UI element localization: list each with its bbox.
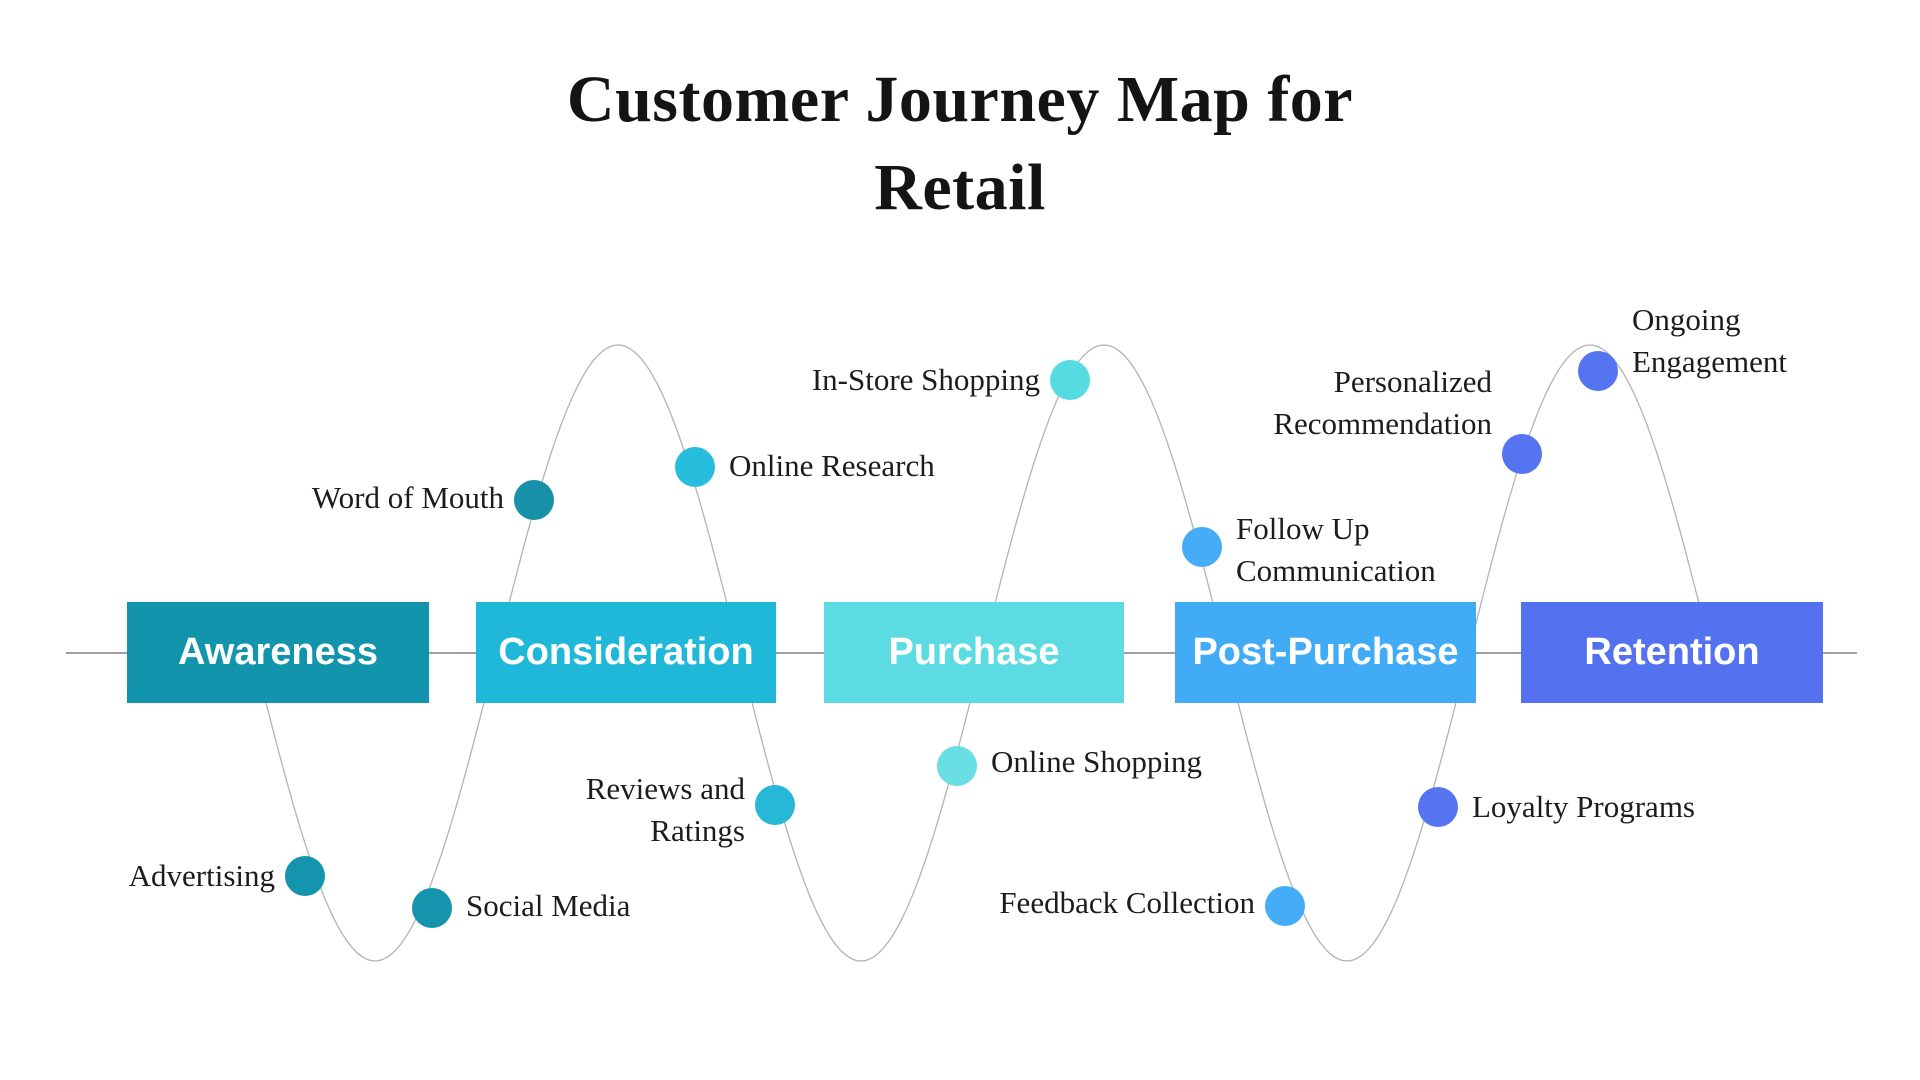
touchpoint-label-in-store-shopping: In-Store Shopping: [811, 362, 1040, 397]
stage-retention: Retention: [1521, 602, 1823, 703]
touchpoint-dot-feedback-collection: [1265, 886, 1305, 926]
touchpoint-label-social-media: Social Media: [466, 888, 631, 923]
touchpoint-dot-loyalty-programs: [1418, 787, 1458, 827]
stage-purchase: Purchase: [824, 602, 1124, 703]
touchpoint-dot-word-of-mouth: [514, 480, 554, 520]
touchpoint-dot-online-shopping: [937, 746, 977, 786]
touchpoint-label-loyalty-programs: Loyalty Programs: [1472, 789, 1695, 824]
stage-consideration: Consideration: [476, 602, 776, 703]
touchpoint-dot-in-store-shopping: [1050, 360, 1090, 400]
touchpoint-dot-social-media: [412, 888, 452, 928]
touchpoint-label-online-research: Online Research: [729, 448, 935, 483]
touchpoint-dot-online-research: [675, 447, 715, 487]
stage-awareness: Awareness: [127, 602, 429, 703]
touchpoint-dot-advertising: [285, 856, 325, 896]
touchpoint-label-online-shopping: Online Shopping: [991, 744, 1202, 779]
touchpoint-dot-ongoing-engagement: [1578, 351, 1618, 391]
touchpoint-label-word-of-mouth: Word of Mouth: [311, 480, 504, 515]
touchpoint-dot-reviews-and-ratings: [755, 785, 795, 825]
touchpoint-label-feedback-collection: Feedback Collection: [999, 885, 1255, 920]
touchpoint-dot-personalized-recommendation: [1502, 434, 1542, 474]
title-line-2: Retail: [874, 151, 1046, 224]
title-line-1: Customer Journey Map for: [566, 63, 1354, 136]
stage-post-purchase: Post-Purchase: [1175, 602, 1476, 703]
touchpoint-dot-follow-up-communication: [1182, 527, 1222, 567]
touchpoint-label-advertising: Advertising: [128, 858, 275, 893]
